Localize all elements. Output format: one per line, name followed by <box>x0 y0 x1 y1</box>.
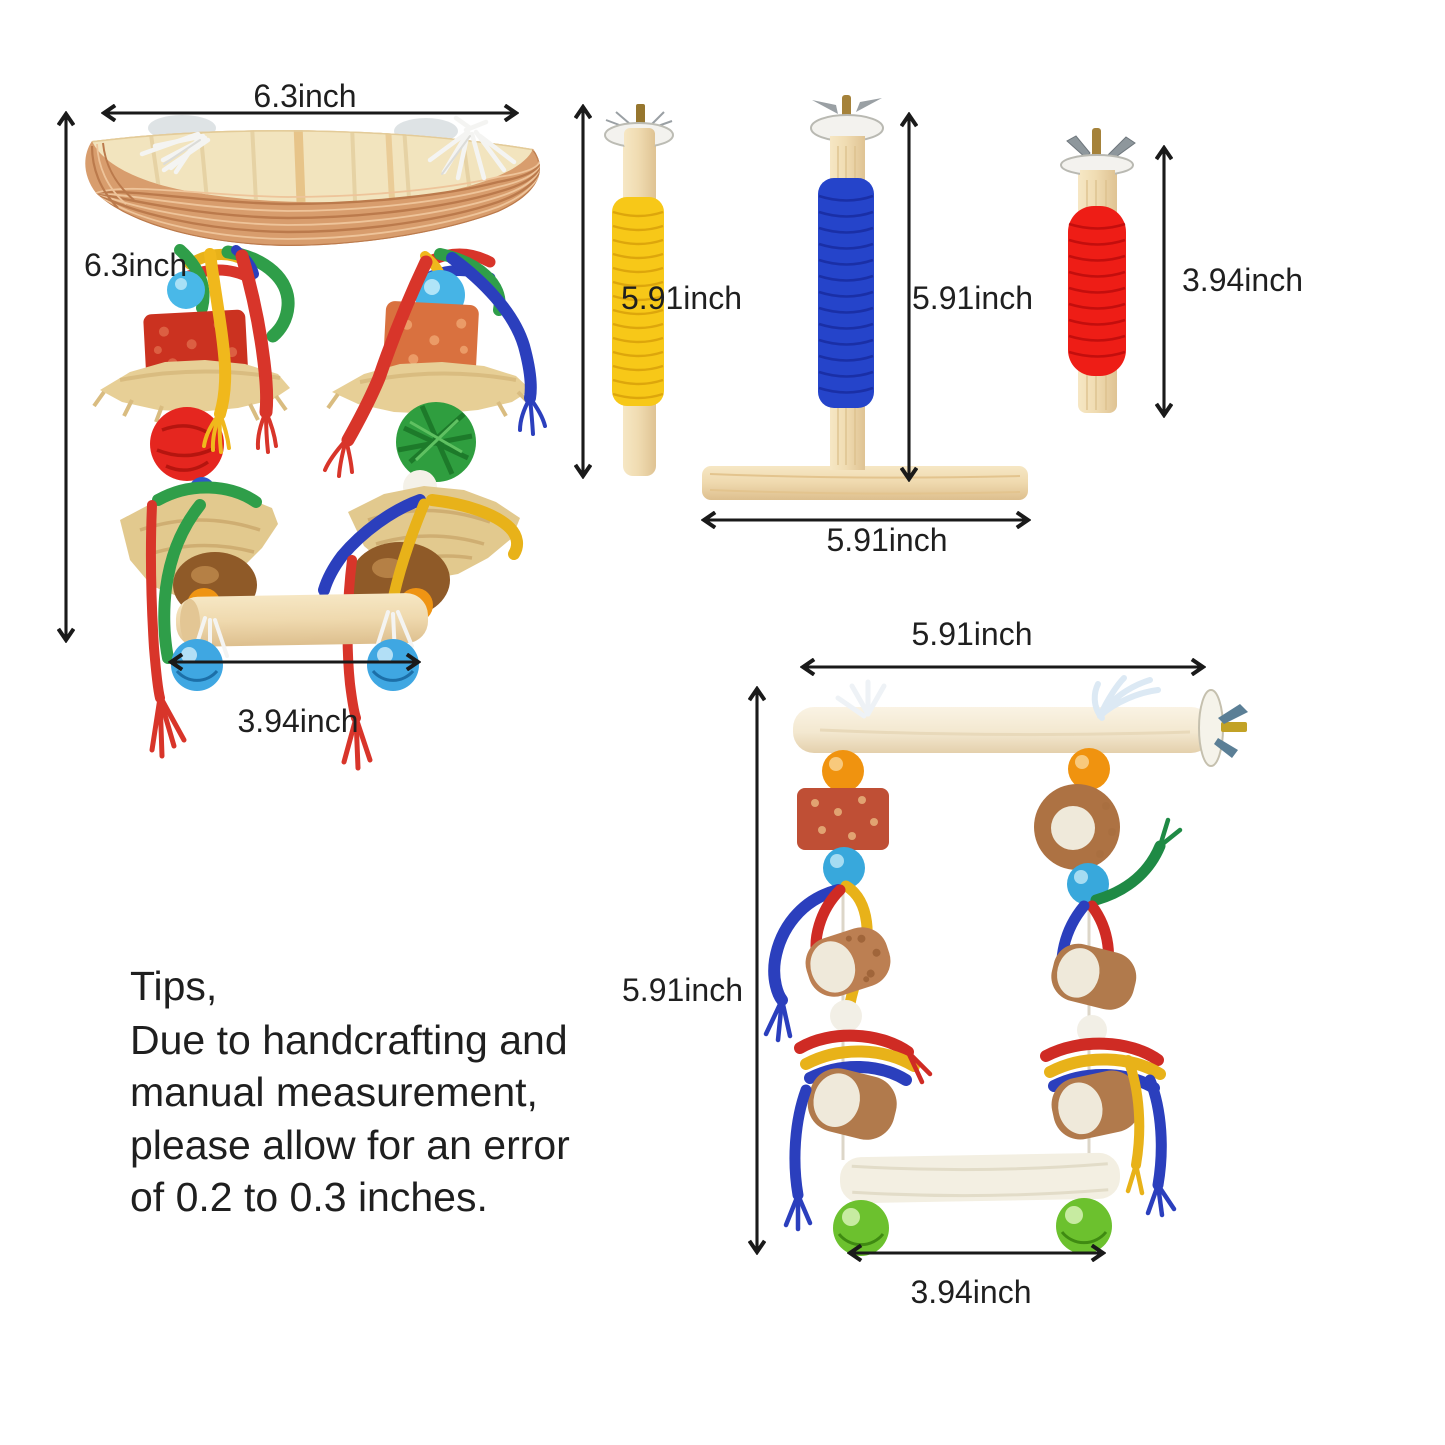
svg-text:5.91inch: 5.91inch <box>912 616 1033 652</box>
svg-text:of 0.2 to 0.3 inches.: of 0.2 to 0.3 inches. <box>130 1174 488 1220</box>
svg-text:5.91inch: 5.91inch <box>827 522 948 558</box>
svg-text:Due to handcrafting and: Due to handcrafting and <box>130 1017 568 1063</box>
svg-text:6.3inch: 6.3inch <box>253 78 356 114</box>
svg-text:manual measurement,: manual measurement, <box>130 1069 538 1115</box>
svg-text:5.91inch: 5.91inch <box>621 280 742 316</box>
svg-text:6.3inch: 6.3inch <box>84 247 187 283</box>
svg-text:3.94inch: 3.94inch <box>238 703 359 739</box>
svg-text:3.94inch: 3.94inch <box>911 1274 1032 1310</box>
svg-text:please allow for an error: please allow for an error <box>130 1122 570 1168</box>
svg-text:5.91inch: 5.91inch <box>622 972 743 1008</box>
svg-text:3.94inch: 3.94inch <box>1182 262 1303 298</box>
svg-text:Tips,: Tips, <box>130 963 217 1009</box>
svg-text:5.91inch: 5.91inch <box>912 280 1033 316</box>
